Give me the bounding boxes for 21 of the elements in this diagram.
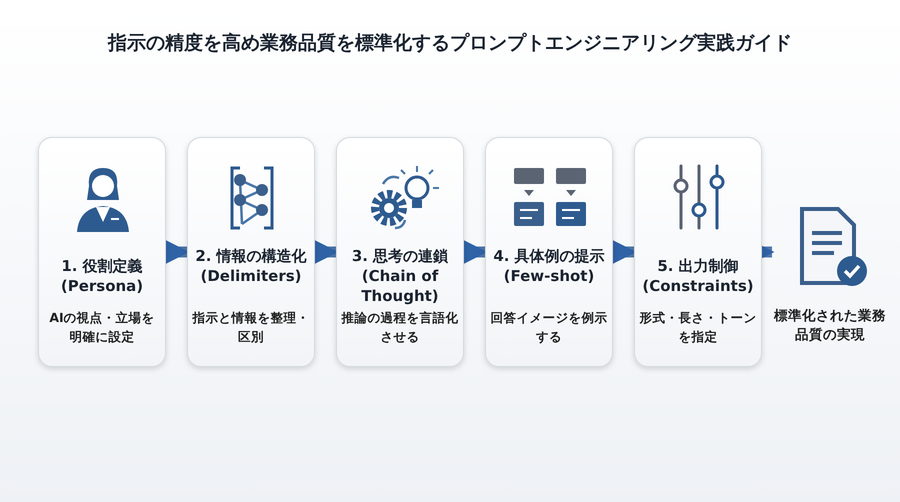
arrow bbox=[463, 240, 488, 264]
step-title: 3. 思考の連鎖 (Chain of Thought) bbox=[350, 246, 450, 306]
step-card bbox=[336, 137, 464, 367]
arrow bbox=[612, 240, 636, 264]
step-card bbox=[38, 137, 166, 367]
arrow bbox=[165, 240, 190, 264]
title: 指示の精度を高め業務品質を標準化するプロンプトエンジニアリング実践ガイド bbox=[106, 31, 793, 56]
step-title: 1. 役割定義 (Persona) bbox=[60, 256, 144, 296]
step-description: 指示と情報を整理・区別 bbox=[192, 309, 310, 346]
step-title: 4. 具体例の提示 (Few-shot) bbox=[492, 246, 606, 286]
step-description: AIの視点・立場を明確に設定 bbox=[48, 309, 156, 346]
step-card bbox=[485, 137, 613, 367]
step-description: 推論の過程を言語化させる bbox=[341, 309, 459, 346]
step-title: 2. 情報の構造化 (Delimiters) bbox=[194, 246, 308, 286]
step-title: 5. 出力制御 (Constraints) bbox=[641, 256, 755, 296]
step-card bbox=[187, 137, 315, 367]
step-description: 回答イメージを例示する bbox=[490, 309, 608, 346]
step-card bbox=[634, 137, 762, 367]
arrow bbox=[314, 240, 338, 264]
result-caption: 標準化された業務品質の実現 bbox=[772, 307, 887, 345]
step-description: 形式・長さ・トーンを指定 bbox=[639, 309, 757, 346]
